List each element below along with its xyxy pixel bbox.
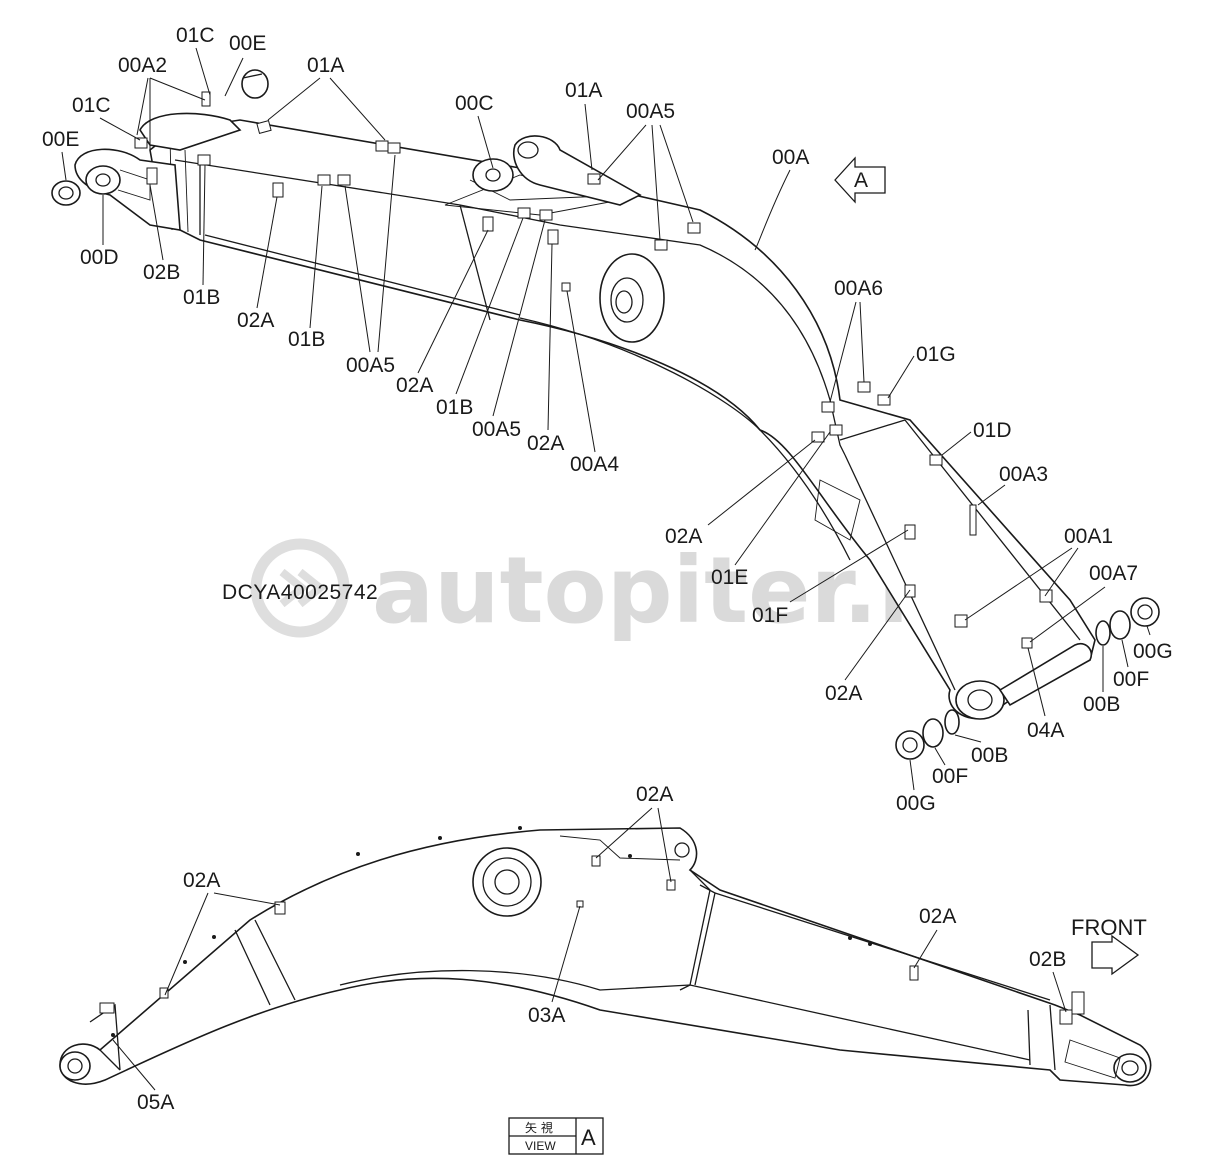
- ring-00B-right-part: [1095, 620, 1111, 646]
- upper-boom-drawing: [51, 69, 1160, 760]
- upper-labels: 01C 00E 00A2 01A 01C 00E 00D 02B 01B 02A…: [42, 24, 1173, 815]
- label-00B-right: 00B: [1083, 693, 1120, 716]
- label-00G-right: 00G: [1133, 640, 1173, 663]
- label-00A4: 00A4: [570, 453, 619, 476]
- label-02A-lower-top: 02A: [636, 783, 673, 806]
- label-02A-left: 02A: [237, 309, 274, 332]
- lower-leader-lines: [112, 807, 1067, 1091]
- view-arrow-a: A: [834, 156, 886, 204]
- label-00G-lower: 00G: [896, 792, 936, 815]
- label-00A2: 00A2: [118, 54, 167, 77]
- label-00E-top: 00E: [229, 32, 266, 55]
- label-00E-left: 00E: [42, 128, 79, 151]
- label-01B-mid: 01B: [288, 328, 325, 351]
- label-00F-right: 00F: [1113, 668, 1149, 691]
- view-box-jp: 矢 視: [525, 1120, 553, 1135]
- label-00A5-top: 00A5: [626, 100, 675, 123]
- front-label: FRONT: [1071, 915, 1147, 940]
- view-box-en: VIEW: [525, 1139, 556, 1153]
- label-00F-lower: 00F: [932, 765, 968, 788]
- label-00A5-left: 00A5: [346, 354, 395, 377]
- label-01C-left: 01C: [72, 94, 111, 117]
- label-03A: 03A: [528, 1004, 565, 1027]
- label-04A: 04A: [1027, 719, 1064, 742]
- label-02A-lower-right: 02A: [919, 905, 956, 928]
- drawing-code: DCYA40025742: [222, 581, 378, 604]
- label-02B-lower: 02B: [1029, 948, 1066, 971]
- seal-00F-lower-part: [922, 718, 944, 748]
- label-00A1: 00A1: [1064, 525, 1113, 548]
- label-02B-upper: 02B: [143, 261, 180, 284]
- label-01F: 01F: [752, 604, 788, 627]
- label-00A: 00A: [772, 146, 809, 169]
- upper-leader-lines: [61, 47, 1151, 791]
- view-a-box: 矢 視 VIEW A: [508, 1117, 604, 1155]
- label-01C-top: 01C: [176, 24, 215, 47]
- label-00A3: 00A3: [999, 463, 1048, 486]
- label-01D: 01D: [973, 419, 1012, 442]
- seal-00F-right-part: [1109, 610, 1131, 640]
- lower-boom-drawing: [59, 826, 1152, 1087]
- label-00A7: 00A7: [1089, 562, 1138, 585]
- label-02A-lower-left: 02A: [183, 869, 220, 892]
- lower-labels: 02A 02A 02A 02B 03A 05A: [137, 783, 1066, 1114]
- label-01G: 01G: [916, 343, 956, 366]
- bushing-00G-lower-part: [895, 730, 925, 760]
- bushing-00G-right-part: [1130, 597, 1160, 627]
- view-box-letter: A: [581, 1125, 596, 1150]
- label-02A-arm-left: 02A: [665, 525, 702, 548]
- label-02A-mid: 02A: [396, 374, 433, 397]
- label-00D: 00D: [80, 246, 119, 269]
- label-05A: 05A: [137, 1091, 174, 1114]
- label-01A-right: 01A: [565, 79, 602, 102]
- label-01B-right: 01B: [436, 396, 473, 419]
- label-00A6: 00A6: [834, 277, 883, 300]
- label-02A-arm-bottom: 02A: [825, 682, 862, 705]
- label-01A-left: 01A: [307, 54, 344, 77]
- label-01B-left: 01B: [183, 286, 220, 309]
- ring-00B-lower-part: [944, 709, 960, 735]
- bushing-00E-left-part: [51, 180, 81, 206]
- label-02A-center: 02A: [527, 432, 564, 455]
- label-00A5-bottom: 00A5: [472, 418, 521, 441]
- label-01E: 01E: [711, 566, 748, 589]
- front-arrow: FRONT: [1071, 915, 1147, 976]
- label-00C: 00C: [455, 92, 494, 115]
- bushing-00E-upper-part: [241, 69, 269, 99]
- view-arrow-letter: A: [854, 169, 868, 192]
- label-00B-lower: 00B: [971, 744, 1008, 767]
